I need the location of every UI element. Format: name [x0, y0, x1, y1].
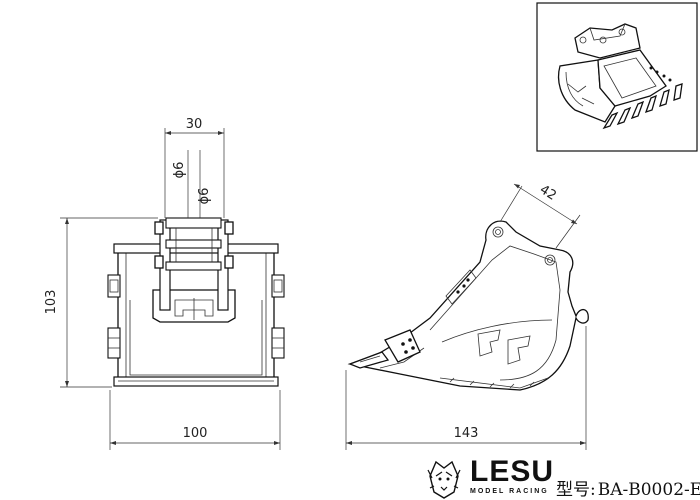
model-number-value: BA-B0002-E: [597, 480, 700, 500]
dim-side-top: 42: [537, 182, 559, 203]
side-view-dimensions: [345, 183, 587, 450]
dim-height: 103: [44, 290, 59, 315]
brand-name: LESU: [470, 455, 555, 488]
dim-side-length: 143: [454, 426, 479, 441]
lion-logo-icon: [427, 460, 461, 499]
dim-width-bottom: 100: [183, 426, 208, 441]
dim-pin-diameter-1: ϕ6: [172, 162, 187, 179]
dim-width-top: 30: [186, 117, 203, 132]
brand-tagline: MODEL RACING: [470, 488, 549, 495]
dim-pin-diameter-2: ϕ6: [197, 188, 212, 205]
model-number-label: 型号:BA-B0002-E: [556, 475, 700, 500]
model-label-text: 型号:: [556, 480, 596, 500]
isometric-bucket-view: [557, 23, 683, 130]
isometric-preview: [536, 2, 698, 152]
side-view: [347, 220, 589, 391]
front-view: [107, 217, 285, 387]
front-view-dimensions: [60, 128, 281, 450]
